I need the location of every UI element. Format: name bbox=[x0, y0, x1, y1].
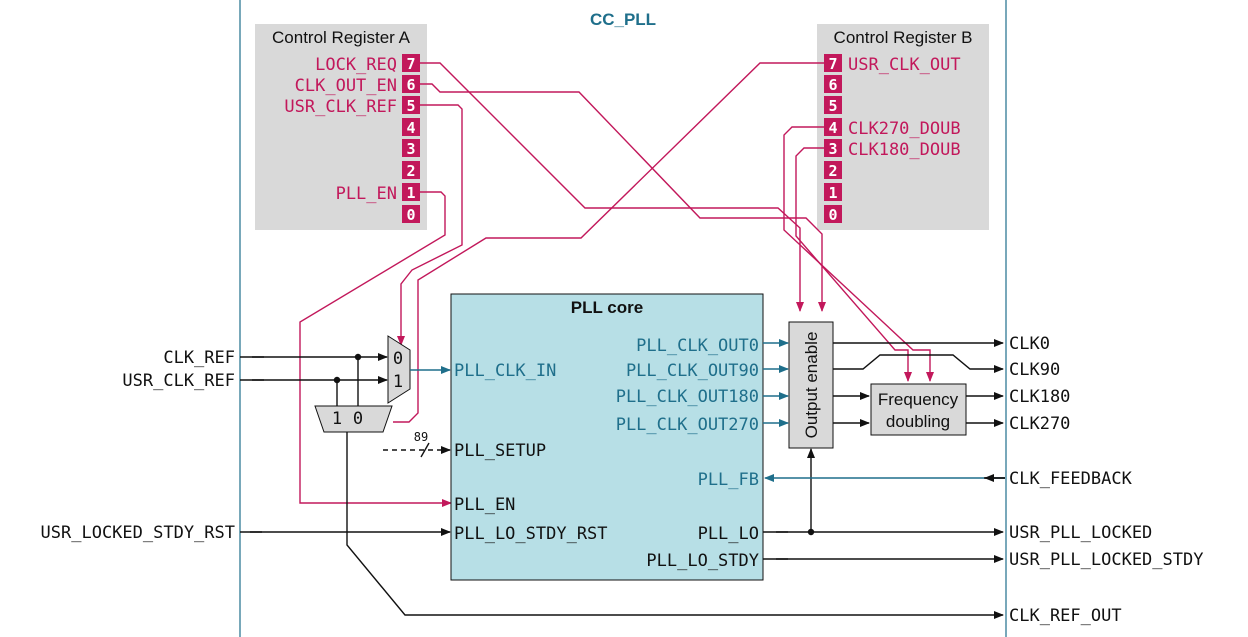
output-clk0-label: CLK0 bbox=[1009, 334, 1050, 354]
pll-setup-label: PLL_SETUP bbox=[454, 441, 546, 461]
reg-b-bit-7: 7 bbox=[828, 55, 837, 73]
pll-clk-out90-label: PLL_CLK_OUT90 bbox=[626, 361, 759, 381]
pll-setup-bus-width: 89 bbox=[414, 430, 428, 444]
output-clk-ref-out-label: CLK_REF_OUT bbox=[1009, 606, 1122, 626]
clk-ref-out-mux bbox=[314, 405, 393, 433]
reg-a-bit-2: 2 bbox=[406, 162, 415, 180]
mux2-input0-label: 0 bbox=[353, 409, 363, 429]
reg-b-clk180-doub-label: CLK180_DOUB bbox=[848, 140, 961, 160]
mux1-input1-label: 1 bbox=[393, 372, 403, 392]
reg-b-bit-1: 1 bbox=[828, 184, 837, 202]
reg-b-bit-4: 4 bbox=[828, 119, 837, 137]
reg-b-bit-0: 0 bbox=[828, 206, 837, 224]
freq-doubling-line1: Frequency bbox=[878, 390, 959, 409]
output-clk270-label: CLK270 bbox=[1009, 414, 1070, 434]
input-clk-ref-label: CLK_REF bbox=[163, 348, 235, 368]
input-clk-feedback-label: CLK_FEEDBACK bbox=[1009, 469, 1133, 489]
output-enable-block bbox=[788, 321, 834, 449]
output-usr-pll-locked-stdy-label: USR_PLL_LOCKED_STDY bbox=[1009, 550, 1203, 570]
pll-fb-label: PLL_FB bbox=[698, 470, 759, 490]
register-a-bits: 7 6 5 4 3 2 1 0 bbox=[402, 54, 420, 224]
reg-a-bit-3: 3 bbox=[406, 140, 415, 158]
register-b-title: Control Register B bbox=[834, 28, 973, 47]
pll-lo-label: PLL_LO bbox=[698, 524, 759, 544]
frequency-doubling-block bbox=[870, 383, 967, 436]
clk-ref-mux bbox=[387, 335, 411, 404]
output-clk90-label: CLK90 bbox=[1009, 360, 1060, 380]
reg-b-bit-2: 2 bbox=[828, 162, 837, 180]
register-b bbox=[817, 24, 989, 230]
output-enable-label: Output enable bbox=[802, 332, 821, 439]
pll-lo-stdy-rst-label: PLL_LO_STDY_RST bbox=[454, 524, 608, 544]
pll-clock-wires bbox=[410, 339, 1005, 482]
pll-en-label: PLL_EN bbox=[454, 495, 515, 515]
pll-clk-out180-label: PLL_CLK_OUT180 bbox=[616, 387, 759, 407]
pll-core-title: PLL core bbox=[571, 298, 643, 317]
cc-pll-block bbox=[239, 0, 1007, 637]
register-b-bits: 7 6 5 4 3 2 1 0 bbox=[824, 54, 842, 224]
mux1-input0-label: 0 bbox=[393, 349, 403, 369]
reg-a-bit-0: 0 bbox=[406, 206, 415, 224]
reg-a-bit-4: 4 bbox=[406, 119, 415, 137]
pll-core bbox=[450, 293, 764, 581]
block-title: CC_PLL bbox=[590, 10, 656, 29]
reg-a-clk-out-en-label: CLK_OUT_EN bbox=[295, 76, 397, 96]
input-usr-clk-ref-label: USR_CLK_REF bbox=[122, 371, 235, 391]
reg-b-clk270-doub-label: CLK270_DOUB bbox=[848, 119, 961, 139]
reg-b-bit-5: 5 bbox=[828, 97, 837, 115]
reg-a-bit-5: 5 bbox=[406, 97, 415, 115]
reg-a-usr-clk-ref-label: USR_CLK_REF bbox=[284, 97, 397, 117]
output-clk180-label: CLK180 bbox=[1009, 387, 1070, 407]
signal-wires: 89 bbox=[240, 339, 1004, 619]
register-a-title: Control Register A bbox=[272, 28, 411, 47]
reg-a-lock-req-label: LOCK_REQ bbox=[315, 55, 397, 75]
pll-clk-in-label: PLL_CLK_IN bbox=[454, 361, 556, 381]
pll-clk-out0-label: PLL_CLK_OUT0 bbox=[636, 336, 759, 356]
control-wires bbox=[299, 62, 934, 507]
reg-b-usr-clk-out-label: USR_CLK_OUT bbox=[848, 55, 961, 75]
output-usr-pll-locked-label: USR_PLL_LOCKED bbox=[1009, 523, 1152, 543]
reg-a-bit-6: 6 bbox=[406, 76, 415, 94]
register-a bbox=[255, 24, 427, 230]
freq-doubling-line2: doubling bbox=[886, 412, 950, 431]
mux2-input1-label: 1 bbox=[332, 409, 342, 429]
input-usr-locked-stdy-rst-label: USR_LOCKED_STDY_RST bbox=[41, 523, 235, 543]
reg-b-bit-3: 3 bbox=[828, 140, 837, 158]
pll-lo-stdy-label: PLL_LO_STDY bbox=[646, 551, 759, 571]
reg-a-bit-1: 1 bbox=[406, 184, 415, 202]
reg-b-bit-6: 6 bbox=[828, 76, 837, 94]
reg-a-bit-7: 7 bbox=[406, 55, 415, 73]
pll-clk-out270-label: PLL_CLK_OUT270 bbox=[616, 415, 759, 435]
reg-a-pll-en-label: PLL_EN bbox=[336, 184, 397, 204]
